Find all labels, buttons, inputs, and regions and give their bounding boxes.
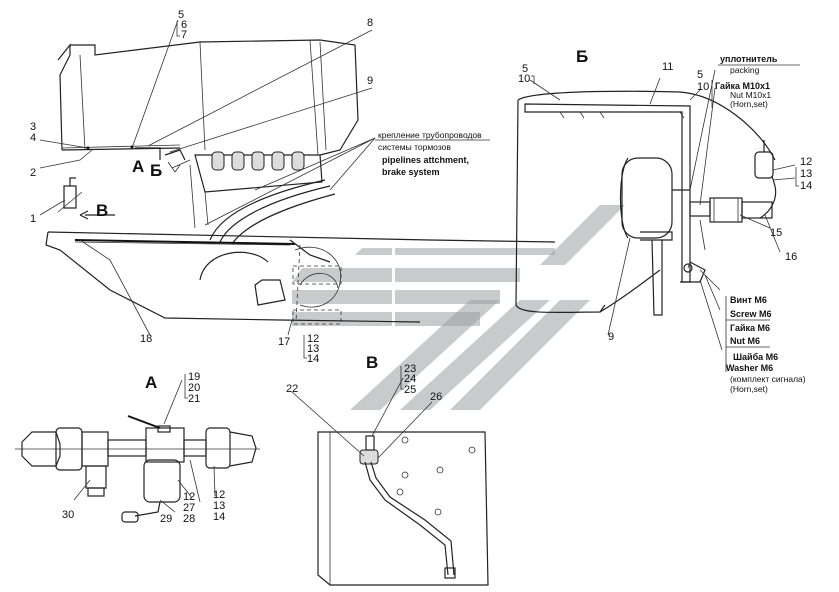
callout-4: 4 bbox=[30, 132, 36, 144]
callout-11: 11 bbox=[662, 61, 673, 73]
view-letter-a-main: А bbox=[132, 157, 144, 176]
view-a-callouts: 19 20 21 30 29 12 27 28 12 13 14 bbox=[62, 371, 225, 525]
callout-17: 17 bbox=[278, 336, 290, 348]
view-b-horn-mounting bbox=[515, 69, 796, 351]
svg-text:Washer M6: Washer M6 bbox=[726, 363, 773, 373]
callout-26: 26 bbox=[430, 391, 442, 403]
vehicle-side-view bbox=[39, 19, 556, 336]
pipelines-attachment-note: крепление трубопроводов системы тормозов… bbox=[375, 130, 490, 177]
callout-16: 16 bbox=[785, 251, 797, 263]
svg-text:Nut M10x1: Nut M10x1 bbox=[730, 90, 771, 100]
svg-text:Гайка М10х1: Гайка М10х1 bbox=[715, 81, 770, 91]
callout-22: 22 bbox=[286, 383, 298, 395]
callout-24: 24 bbox=[404, 373, 416, 385]
svg-text:Гайка М6: Гайка М6 bbox=[730, 323, 770, 333]
callout-b-5: 5 bbox=[522, 63, 528, 75]
svg-text:packing: packing bbox=[730, 65, 760, 75]
svg-text:pipelines attchment,: pipelines attchment, bbox=[382, 155, 469, 165]
view-letter-v-title: В bbox=[366, 353, 378, 372]
callout-b-13: 13 bbox=[800, 168, 812, 180]
callout-28: 28 bbox=[183, 513, 195, 525]
callout-b-5-right: 5 bbox=[697, 69, 703, 81]
callout-29: 29 bbox=[160, 513, 172, 525]
callout-14-main: 14 bbox=[307, 353, 319, 365]
callout-30: 30 bbox=[62, 509, 74, 521]
callout-3: 3 bbox=[30, 121, 36, 133]
callout-19: 19 bbox=[188, 371, 200, 383]
callout-21: 21 bbox=[188, 393, 200, 405]
main-view-callouts: 5 6 7 8 9 3 4 2 1 18 17 12 13 14 bbox=[30, 9, 373, 365]
view-v-callouts: 22 23 24 25 26 bbox=[286, 363, 442, 403]
callout-a-13: 13 bbox=[213, 500, 225, 512]
svg-text:(комплект сигнала): (комплект сигнала) bbox=[730, 374, 806, 384]
callout-27: 27 bbox=[183, 502, 195, 514]
svg-text:brake system: brake system bbox=[382, 167, 440, 177]
callout-b-14: 14 bbox=[800, 180, 812, 192]
callout-2: 2 bbox=[30, 167, 36, 179]
svg-text:Шайба М6: Шайба М6 bbox=[733, 352, 778, 362]
view-letter-a-title: А bbox=[145, 373, 157, 392]
view-letter-b-title: Б bbox=[576, 47, 588, 66]
callout-15: 15 bbox=[770, 227, 782, 239]
callout-b-10: 10 bbox=[518, 73, 530, 85]
callout-1: 1 bbox=[30, 213, 36, 225]
callout-20: 20 bbox=[188, 382, 200, 394]
callout-18: 18 bbox=[140, 333, 152, 345]
callout-13-main: 13 bbox=[307, 343, 319, 355]
callout-25: 25 bbox=[404, 384, 416, 396]
callout-a-12b: 12 bbox=[213, 489, 225, 501]
svg-text:(Horn,set): (Horn,set) bbox=[730, 99, 768, 109]
callout-a-12: 12 bbox=[183, 491, 195, 503]
svg-text:Nut M6: Nut M6 bbox=[730, 336, 760, 346]
callout-23: 23 bbox=[404, 363, 416, 375]
svg-text:Screw M6: Screw M6 bbox=[730, 309, 772, 319]
svg-text:крепление трубопроводов: крепление трубопроводов bbox=[378, 130, 482, 140]
callout-8: 8 bbox=[367, 17, 373, 29]
view-b-callouts: 5 10 11 5 10 9 12 13 14 15 16 bbox=[518, 61, 812, 343]
callout-b-10-right: 10 bbox=[697, 81, 709, 93]
view-b-notes: уплотнитель packing Гайка М10х1 Nut M10x… bbox=[711, 54, 806, 394]
callout-a-14: 14 bbox=[213, 511, 225, 523]
callout-7: 7 bbox=[181, 29, 187, 41]
svg-text:системы тормозов: системы тормозов bbox=[378, 142, 451, 152]
view-letter-v-main: В bbox=[96, 201, 108, 220]
callout-b-9: 9 bbox=[608, 331, 614, 343]
callout-9: 9 bbox=[367, 75, 373, 87]
callout-b-12: 12 bbox=[800, 156, 812, 168]
watermark-logo bbox=[292, 205, 625, 410]
view-v-bracket bbox=[291, 377, 489, 586]
callout-5: 5 bbox=[178, 9, 184, 21]
svg-text:(Horn,set): (Horn,set) bbox=[730, 384, 768, 394]
view-a-valve-assembly bbox=[15, 379, 260, 523]
view-letter-b-main: Б bbox=[150, 161, 162, 180]
callout-6: 6 bbox=[181, 19, 187, 31]
svg-text:уплотнитель: уплотнитель bbox=[720, 54, 778, 64]
callout-12-main: 12 bbox=[307, 333, 319, 345]
svg-text:Винт М6: Винт М6 bbox=[730, 295, 767, 305]
